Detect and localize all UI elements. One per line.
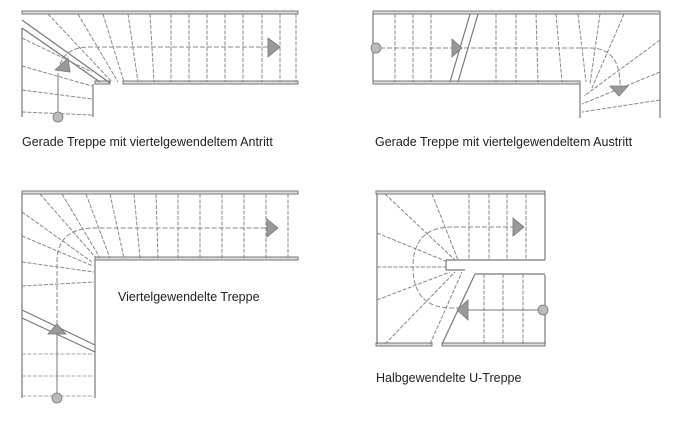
direction-arrow-icon — [456, 299, 469, 321]
start-point-icon — [51, 392, 63, 404]
direction-arrow-icon — [54, 57, 71, 73]
stair-plan-quarter-turn-exit: Gerade Treppe mit viertelgewendeltem Aus… — [370, 10, 661, 149]
caption-quarter-turn-exit: Gerade Treppe mit viertelgewendeltem Aus… — [375, 135, 633, 149]
direction-arrow-icon — [266, 218, 279, 238]
direction-arrow-icon — [609, 85, 629, 97]
direction-arrow-icon — [512, 217, 525, 237]
start-point-icon — [537, 304, 549, 316]
caption-quarter-turn-start: Gerade Treppe mit viertelgewendeltem Ant… — [22, 135, 273, 149]
stair-plan-quarter-turn: Viertelgewendelte Treppe — [21, 190, 299, 404]
start-point-icon — [52, 111, 64, 123]
caption-quarter-turn: Viertelgewendelte Treppe — [118, 290, 260, 304]
direction-arrow-icon — [47, 323, 67, 335]
direction-arrow-icon — [451, 38, 463, 58]
direction-arrow-icon — [267, 37, 281, 58]
caption-half-turn-u: Halbgewendelte U-Treppe — [376, 371, 522, 385]
start-point-icon — [370, 42, 382, 54]
stair-plan-quarter-turn-start: Gerade Treppe mit viertelgewendeltem Ant… — [21, 10, 299, 149]
stair-plan-half-turn-u: Halbgewendelte U-Treppe — [375, 190, 549, 385]
